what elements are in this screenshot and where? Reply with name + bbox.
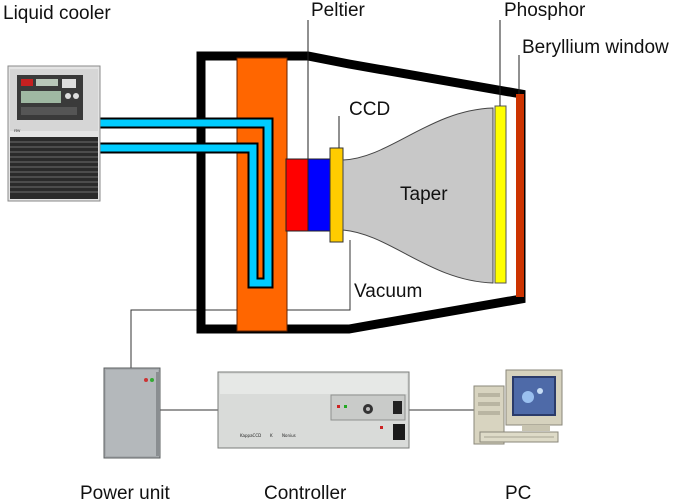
label-power-unit: Power unit (80, 483, 170, 501)
label-controller: Controller (264, 483, 347, 501)
peltier-block (236, 57, 288, 332)
liquid-cooler-photo-icon: rev (7, 65, 101, 202)
label-peltier: Peltier (311, 0, 366, 21)
label-beryllium-window: Beryllium window (522, 37, 669, 58)
label-pc: PC (505, 483, 531, 501)
fiber-optic-taper (342, 107, 494, 284)
controller-photo-icon: KappaCCD K Nonius (217, 371, 410, 449)
beryllium-window (516, 94, 524, 297)
power-unit-photo-icon (103, 367, 161, 459)
ccd-chip (329, 147, 344, 243)
pc-photo-icon (473, 369, 563, 445)
svg-text:K: K (270, 433, 273, 438)
label-taper: Taper (400, 184, 448, 205)
svg-text:rev: rev (14, 128, 21, 133)
coolant-pipes (100, 117, 274, 289)
label-vacuum: Vacuum (354, 281, 422, 302)
peltier-element (285, 158, 309, 232)
label-phosphor: Phosphor (504, 0, 586, 21)
diagram-labels: Liquid cooler Peltier Phosphor Beryllium… (3, 0, 669, 501)
leader-lines (307, 20, 520, 159)
label-liquid-cooler: Liquid cooler (3, 3, 111, 24)
svg-text:Nonius: Nonius (282, 433, 296, 438)
ccd-mount (307, 158, 331, 232)
label-ccd: CCD (349, 99, 390, 120)
svg-text:KappaCCD: KappaCCD (240, 433, 261, 438)
phosphor-screen (494, 105, 507, 284)
